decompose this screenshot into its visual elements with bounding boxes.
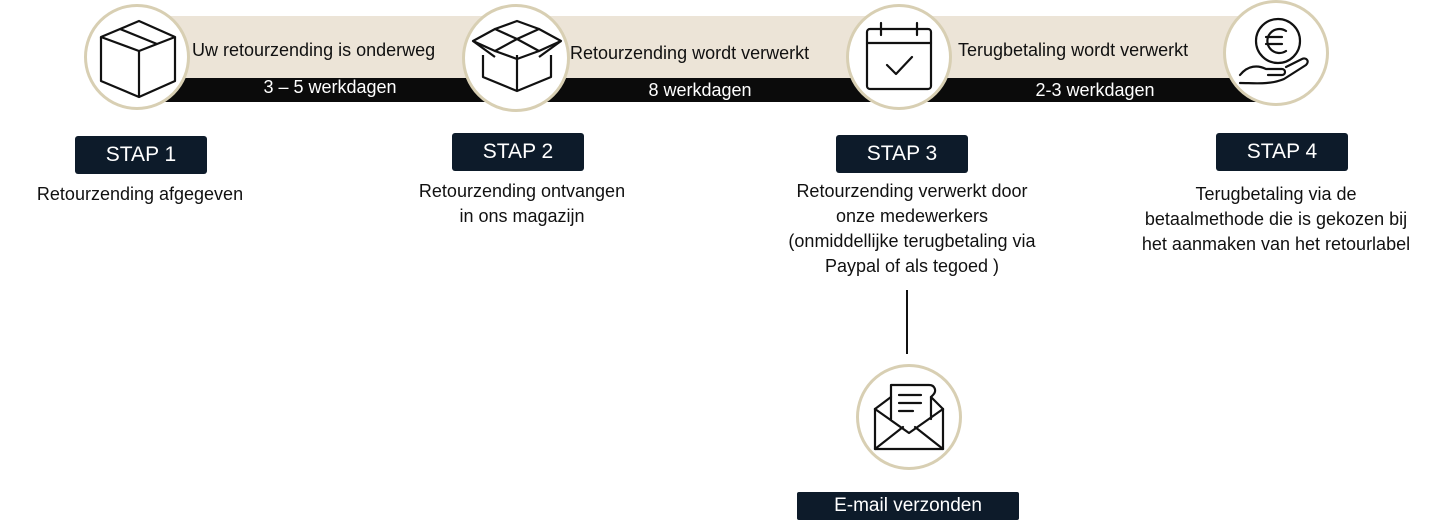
email-connector-line <box>906 290 908 354</box>
email-sent-badge: E-mail verzonden <box>797 492 1019 520</box>
segment-3-bar <box>895 78 1275 102</box>
segment-2-bg <box>515 16 895 78</box>
segment-1-label: Uw retourzending is onderweg <box>192 40 436 60</box>
segment-3-label: Terugbetaling wordt verwerkt <box>958 40 1189 60</box>
step-3-badge: STAP 3 <box>836 135 968 173</box>
calendar-check-icon <box>865 21 933 91</box>
open-box-icon <box>471 19 563 93</box>
segment-1-bar <box>140 78 490 102</box>
segment-3-bg <box>895 16 1275 78</box>
segment-1-duration: 3 – 5 werkdagen <box>263 77 397 97</box>
step-4-circle <box>1223 0 1329 106</box>
segment-3-duration: 2-3 werkdagen <box>1035 80 1155 100</box>
step-2-badge: STAP 2 <box>452 133 584 171</box>
step-1-circle <box>84 4 190 110</box>
segment-2-bar <box>515 78 895 102</box>
step-4-description: Terugbetaling via de betaalmethode die i… <box>1141 184 1411 254</box>
email-circle <box>856 364 962 470</box>
segment-2-label: Retourzending wordt verwerkt <box>570 43 810 63</box>
segment-2-duration: 8 werkdagen <box>648 80 752 100</box>
segment-1-bg <box>140 16 490 78</box>
envelope-letter-icon <box>873 383 945 451</box>
step-2-circle <box>462 4 570 112</box>
step-4-badge: STAP 4 <box>1216 133 1348 171</box>
closed-box-icon <box>99 19 177 99</box>
step-3-circle <box>846 4 952 110</box>
step-1-description: Retourzending afgegeven <box>36 184 244 204</box>
euro-hand-icon <box>1238 17 1309 85</box>
step-3-description: Retourzending verwerkt door onze medewer… <box>788 181 1036 276</box>
step-2-description: Retourzending ontvangen in ons magazijn <box>418 181 626 226</box>
step-1-badge: STAP 1 <box>75 136 207 174</box>
